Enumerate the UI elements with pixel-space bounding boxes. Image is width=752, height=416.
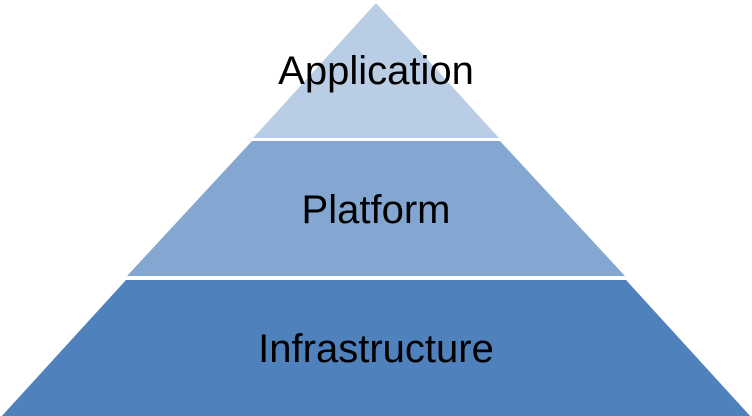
label-infrastructure: Infrastructure [258,327,494,371]
layer-platform [127,141,625,276]
layer-application [253,3,499,138]
label-platform: Platform [302,188,451,232]
label-application: Application [278,49,474,93]
layer-infrastructure [1,280,751,416]
